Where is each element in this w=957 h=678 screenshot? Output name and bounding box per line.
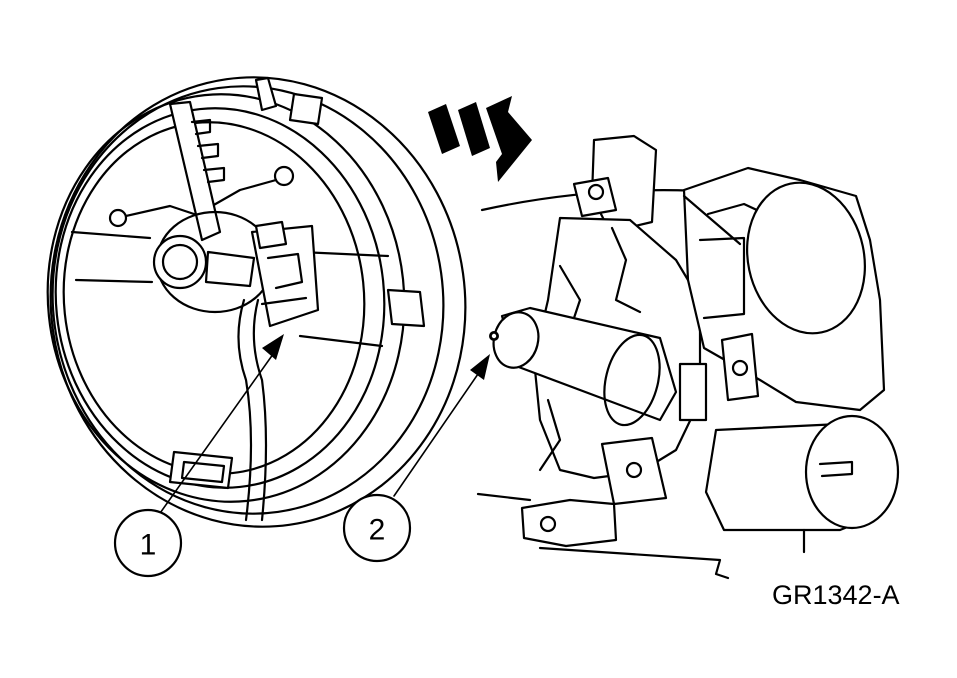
callout-1: 1: [113, 334, 284, 578]
clockspring-assembly: [46, 76, 467, 528]
direction-arrow-icon: [428, 96, 532, 182]
callout-1-circle: [113, 508, 183, 578]
figure-id-label: GR1342-A: [772, 580, 900, 610]
steering-column-assembly: [476, 134, 900, 580]
callout-1-label: 1: [140, 529, 157, 562]
callout-2: 2: [342, 354, 490, 563]
callout-2-label: 2: [369, 514, 386, 547]
callout-2-circle: [342, 493, 412, 563]
